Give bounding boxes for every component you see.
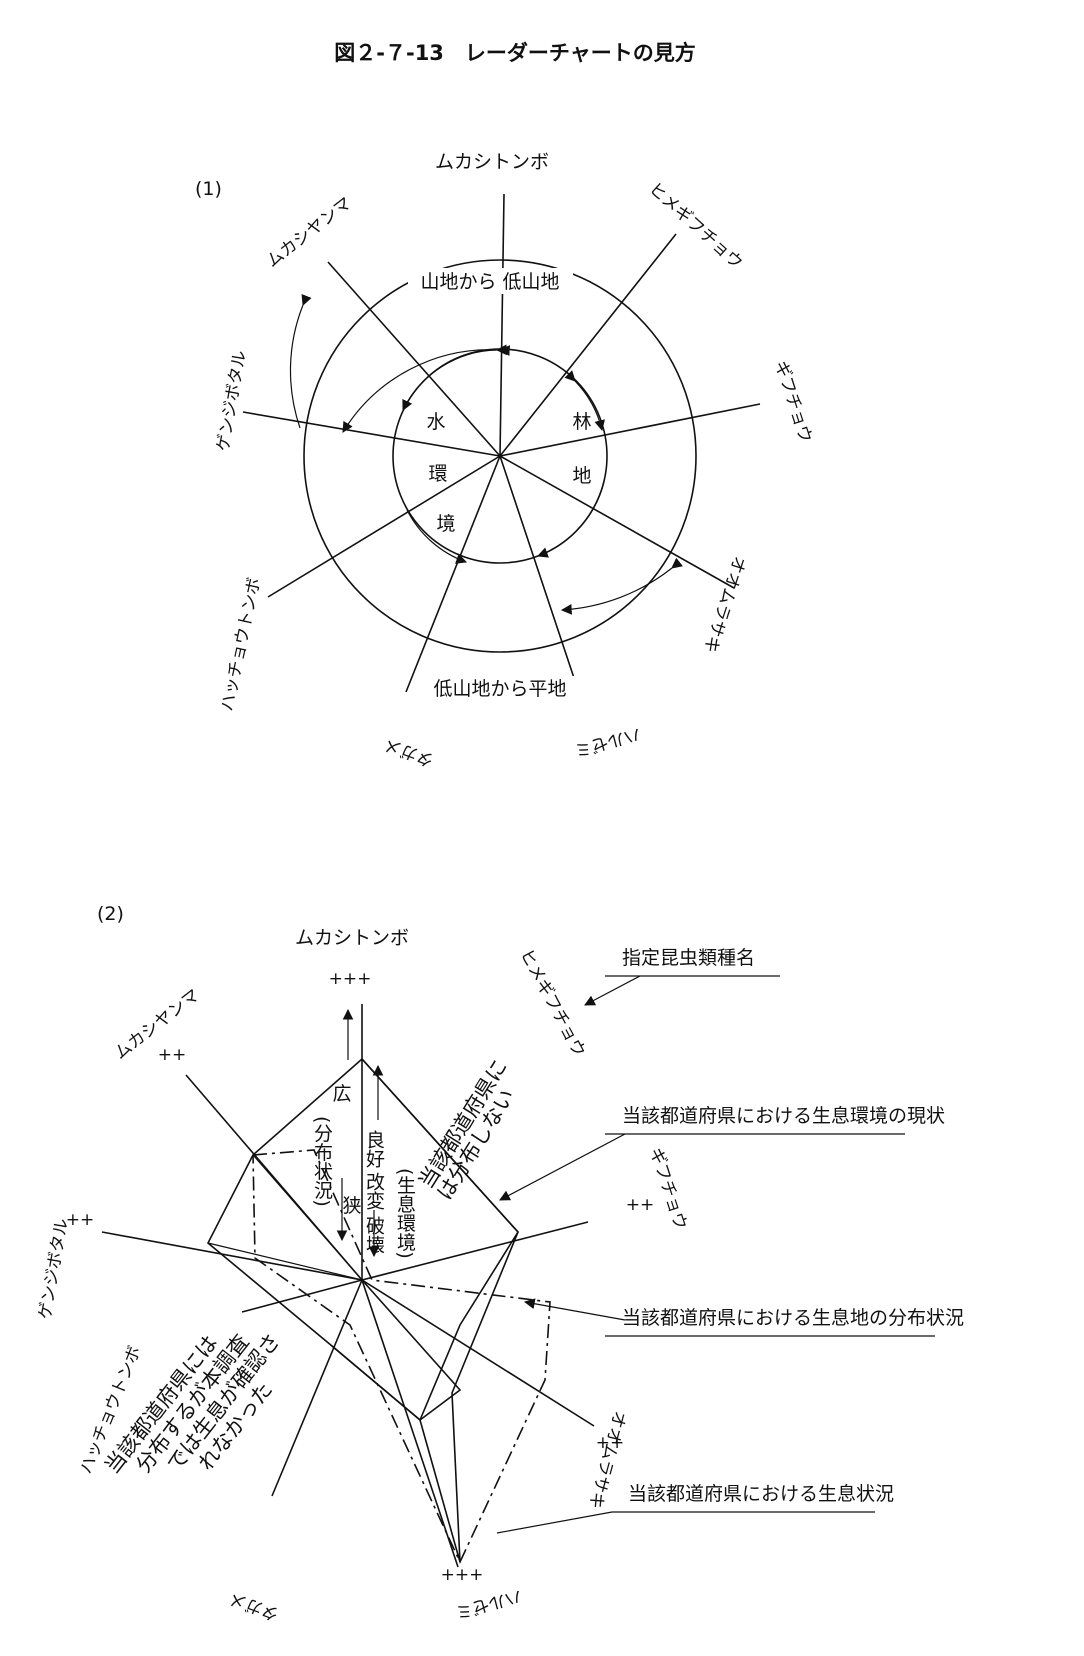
spoke2-tagame: [271, 1279, 363, 1497]
spoke-harumizemi: [499, 455, 579, 691]
chart-2-label: (2): [97, 903, 124, 925]
water-env-arrow-top: [402, 344, 507, 411]
spoke2-genjibotaru: [101, 1231, 363, 1281]
axis-yanma-inner: [252, 1154, 363, 1281]
habitat-environment-outline: [331, 1058, 519, 1422]
habitat-env-label: (生息環境): [394, 1168, 416, 1259]
chart-1: (1) 山地から 低山地 低山地: [195, 151, 816, 770]
spoke-hatchotonbo: [267, 455, 501, 598]
chart-2-spokes: [101, 1004, 595, 1568]
mark-harumizemi: +++: [441, 1565, 484, 1585]
narrow-label: 狭: [342, 1195, 361, 1217]
callout-env-status-arrow: [499, 1133, 626, 1201]
callout-habitat-status-leader: [496, 1511, 613, 1534]
mark-genjibotaru: ++: [66, 1210, 95, 1230]
species-label-hatchotonbo-1: ハッチョウトンボ: [217, 576, 265, 713]
forest-char-2: 地: [572, 465, 591, 487]
species-label-mukashiyanma-1: ムカシヤンマ: [263, 193, 356, 272]
mark-gifucho: ++: [626, 1195, 655, 1215]
species-label-himegifucho-1: ヒメギフチョウ: [645, 179, 747, 273]
species-label-gifucho-2: ギフチョウ: [645, 1145, 690, 1232]
distribution-status-polygon: [252, 1149, 551, 1564]
species-label-genjibotaru-2: ゲンジボタル: [35, 1217, 72, 1321]
spoke-tagame: [405, 455, 501, 693]
species-label-tagame-1: タガメ: [382, 734, 437, 770]
water-env-char-2: 環: [428, 463, 447, 485]
wide-label: 広: [332, 1083, 351, 1105]
callout-species-name-arrow: [584, 975, 641, 1006]
destroyed-label: 破壊: [363, 1216, 385, 1254]
spoke2-oomurasaki: [361, 1279, 595, 1427]
callout-species-name: 指定昆虫類種名: [622, 947, 755, 969]
spoke-mukashitonbo: [499, 193, 505, 457]
altered-label: 改変: [363, 1172, 385, 1210]
species-label-genjibotaru-1: ゲンジボタル: [213, 349, 250, 453]
chart-2: (2) 広 狭 良好 改変 破壊 (分布: [35, 903, 964, 1624]
plain-arrow-right: [560, 557, 683, 615]
distribution-status-label: (分布状況): [311, 1116, 333, 1207]
water-env-arrow-bottom: [406, 509, 468, 564]
species-label-mukashitonbo-1: ムカシトンボ: [435, 151, 549, 173]
mountain-arrow: [342, 345, 511, 433]
water-env-char-3: 境: [436, 513, 455, 535]
species-label-mukashitonbo-2: ムカシトンボ: [295, 927, 409, 949]
spoke-oomurasaki: [499, 455, 735, 589]
species-label-tagame-2: タガメ: [227, 1588, 282, 1624]
species-label-gifucho-1: ギフチョウ: [770, 358, 815, 445]
figure-title: 図２-７-13 レーダーチャートの見方: [334, 41, 695, 65]
outer-circle: [303, 259, 697, 653]
distribution-outline: [361, 1279, 462, 1421]
species-label-harumizemi-1: ハルゼミ: [572, 723, 643, 760]
mark-mukashitonbo: +++: [329, 969, 372, 989]
species-label-himegifucho-2: ヒメギフチョウ: [516, 946, 590, 1060]
spoke2-hatchotonbo: [241, 1279, 363, 1313]
callout-distribution-arrow: [523, 1298, 626, 1321]
forest-arrow-bottom: [536, 481, 605, 558]
callouts: 指定昆虫類種名 当該都道府県における生息環境の現状 当該都道府県における生息地の…: [496, 947, 964, 1534]
mark-mukashiyanma: ++: [158, 1045, 187, 1065]
mountain-to-low-label: 山地から 低山地: [420, 271, 559, 293]
forest-arrow-top: [564, 370, 605, 432]
axis-genji-inner: [207, 1242, 363, 1281]
plain-arrow-left: [289, 293, 312, 429]
spoke2-harumizemi: [361, 1279, 459, 1568]
spoke-gifucho: [499, 403, 761, 457]
species-label-oomurasaki-1: オオムラサキ: [699, 553, 749, 655]
mark-oomurasaki: ++: [596, 1433, 625, 1453]
species-label-harumizemi-2: ハルゼミ: [453, 1585, 524, 1622]
callout-habitat-status: 当該都道府県における生息状況: [628, 1483, 894, 1505]
low-to-plain-label: 低山地から平地: [433, 678, 566, 700]
good-label: 良好: [363, 1130, 385, 1168]
forest-char-1: 林: [572, 411, 591, 433]
callout-env-status: 当該都道府県における生息環境の現状: [622, 1105, 945, 1127]
spoke-genjibotaru: [242, 411, 501, 457]
not-confirmed-note: 当該都道府県には 分布するが本調査 では生息が確認さ れなかった: [100, 1329, 285, 1478]
callout-distribution: 当該都道府県における生息地の分布状況: [622, 1307, 964, 1329]
chart-1-arrows: [289, 293, 683, 615]
spoke2-gifucho: [361, 1221, 589, 1281]
chart-1-label: (1): [195, 178, 222, 200]
water-env-char-1: 水: [426, 411, 445, 433]
spoke-himegifucho: [499, 233, 677, 457]
